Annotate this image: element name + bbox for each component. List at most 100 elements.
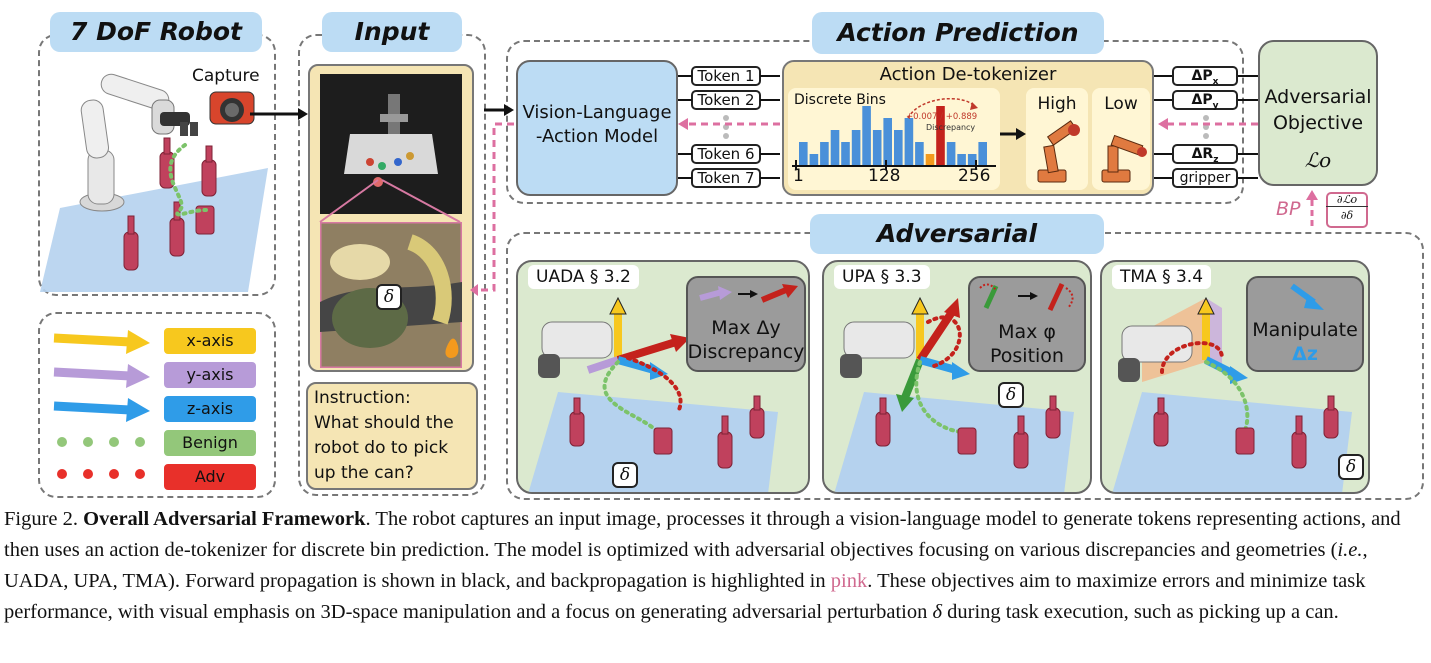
output-gripper: gripper	[1172, 168, 1238, 188]
token-7: Token 7	[691, 168, 761, 188]
robot-title: 7 DoF Robot	[50, 12, 262, 52]
uada-box-line-1: Max Δy	[711, 317, 781, 339]
detokenizer-title: Action De-tokenizer	[879, 64, 1057, 85]
bin-bar	[841, 142, 850, 166]
tma-scene	[1112, 296, 1352, 492]
input-camera-image	[320, 74, 462, 214]
vla-model-box	[516, 60, 678, 196]
uada-title: UADA § 3.2	[528, 265, 639, 289]
bin-bar	[967, 154, 977, 166]
bins-label: Discrete Bins	[794, 92, 886, 108]
caption-text-3: . These objectives aim to maximize error…	[4, 570, 1366, 623]
bin-bar	[883, 118, 892, 166]
objective-line-2: Objective	[1272, 112, 1364, 134]
bin-bar	[915, 142, 924, 166]
objective-box	[1258, 40, 1378, 186]
instruction-line-4: up the can?	[314, 463, 414, 483]
bins-annotation-values: +0.007 / +0.889	[906, 112, 978, 122]
instruction-line-2: What should the	[314, 413, 454, 433]
bins-tick-256: 256	[958, 166, 991, 186]
tma-delta-badge: δ	[1338, 454, 1364, 480]
action-prediction-title: Action Prediction	[812, 12, 1104, 54]
gradient-denominator: ∂δ	[1340, 209, 1354, 222]
instruction-line-1: Instruction:	[314, 388, 411, 408]
upa-objective-box	[968, 276, 1086, 372]
bin-bar	[978, 142, 987, 166]
robot-arm-icons	[1037, 120, 1147, 183]
output-dpx: ΔPx	[1172, 66, 1238, 87]
bins-annotation-label: Discrepancy	[926, 123, 976, 132]
uada-scene	[528, 296, 778, 492]
output-connectors	[1154, 75, 1258, 179]
input-title: Input	[322, 12, 462, 52]
output-dpy: ΔPy	[1172, 90, 1238, 111]
gradient-box	[1326, 192, 1368, 228]
adversarial-objective-title: Adversarial Objective	[810, 214, 1104, 288]
caption-delta: δ	[932, 601, 942, 623]
legend-benign: Benign	[164, 430, 256, 456]
token-2: Token 2	[691, 90, 761, 110]
caption-prefix: Figure 2.	[4, 508, 84, 530]
gradient-numerator: ∂ℒo	[1326, 193, 1368, 207]
tma-panel: TMA § 3.4 Manipulate Δz δ	[1100, 260, 1370, 494]
output-dpy-sub: y	[1212, 100, 1219, 111]
legend-x-axis: x-axis	[164, 328, 256, 354]
capture-arrow	[250, 108, 308, 120]
bin-bar	[799, 142, 808, 166]
bin-bar	[957, 154, 966, 166]
instruction-box	[306, 382, 478, 490]
output-drz: ΔRz	[1172, 144, 1238, 165]
caption-text-4: during task execution, such as picking u…	[942, 601, 1339, 623]
output-dpx-main: ΔP	[1191, 68, 1213, 84]
vla-line-1: Vision-Language	[522, 102, 672, 123]
caption-text-2: , UADA, UPA, TMA). Forward propagation i…	[4, 539, 1368, 592]
high-label: High	[1037, 94, 1077, 114]
objective-symbol: ℒo	[1304, 148, 1332, 172]
bin-bar	[830, 130, 840, 166]
tma-arrow-icon	[1290, 283, 1324, 310]
upa-panel: UPA § 3.3 Max φ Position δ	[822, 260, 1092, 494]
upa-delta-badge: δ	[998, 382, 1024, 408]
bin-bar	[851, 130, 861, 166]
upa-title: UPA § 3.3	[834, 265, 930, 289]
legend-adv: Adv	[164, 464, 256, 490]
bin-bar	[946, 142, 956, 166]
caption-italic: i.e.	[1337, 539, 1363, 561]
legend-y-axis: y-axis	[164, 362, 256, 388]
output-drz-sub: z	[1213, 154, 1219, 165]
figure-caption: Figure 2. Overall Adversarial Framework.…	[4, 504, 1428, 628]
output-dpy-main: ΔP	[1191, 92, 1213, 108]
bins-tick-128: 128	[868, 166, 901, 186]
bp-label: BP	[1276, 198, 1301, 220]
tma-title: TMA § 3.4	[1112, 265, 1212, 289]
upa-box-line-1: Max φ	[998, 321, 1056, 343]
bp-arrow	[1306, 190, 1318, 226]
token-connectors	[678, 75, 780, 179]
bin-bar	[809, 154, 819, 166]
bin-bar	[894, 130, 903, 166]
bin-bar	[872, 130, 882, 166]
upa-scene	[834, 296, 1074, 492]
token-6: Token 6	[691, 144, 761, 164]
upa-box-line-2: Position	[990, 345, 1064, 367]
vla-line-2: -Action Model	[535, 126, 659, 147]
uada-arrow-icon	[699, 284, 798, 303]
caption-text-1: . The robot captures an input image, pro…	[4, 508, 1401, 561]
bin-bar	[862, 106, 871, 166]
bin-bar	[925, 154, 935, 166]
input-delta-badge: δ	[376, 284, 402, 310]
legend-z-axis: z-axis	[164, 396, 256, 422]
upa-arrow-icon	[979, 282, 1074, 312]
caption-pink-word: pink	[830, 570, 868, 592]
zoom-lines	[319, 179, 461, 223]
capture-label: Capture	[192, 66, 260, 86]
tma-box-line-1: Manipulate	[1252, 319, 1358, 341]
bin-bar	[820, 142, 829, 166]
bin-bar	[904, 118, 914, 166]
tma-box-line-2: Δz	[1292, 343, 1318, 365]
robot-scene	[40, 73, 268, 292]
discrete-bins-chart	[792, 97, 996, 170]
detok-inner-arrow	[1000, 128, 1026, 140]
output-drz-main: ΔR	[1191, 146, 1214, 162]
uada-delta-badge: δ	[612, 462, 638, 488]
